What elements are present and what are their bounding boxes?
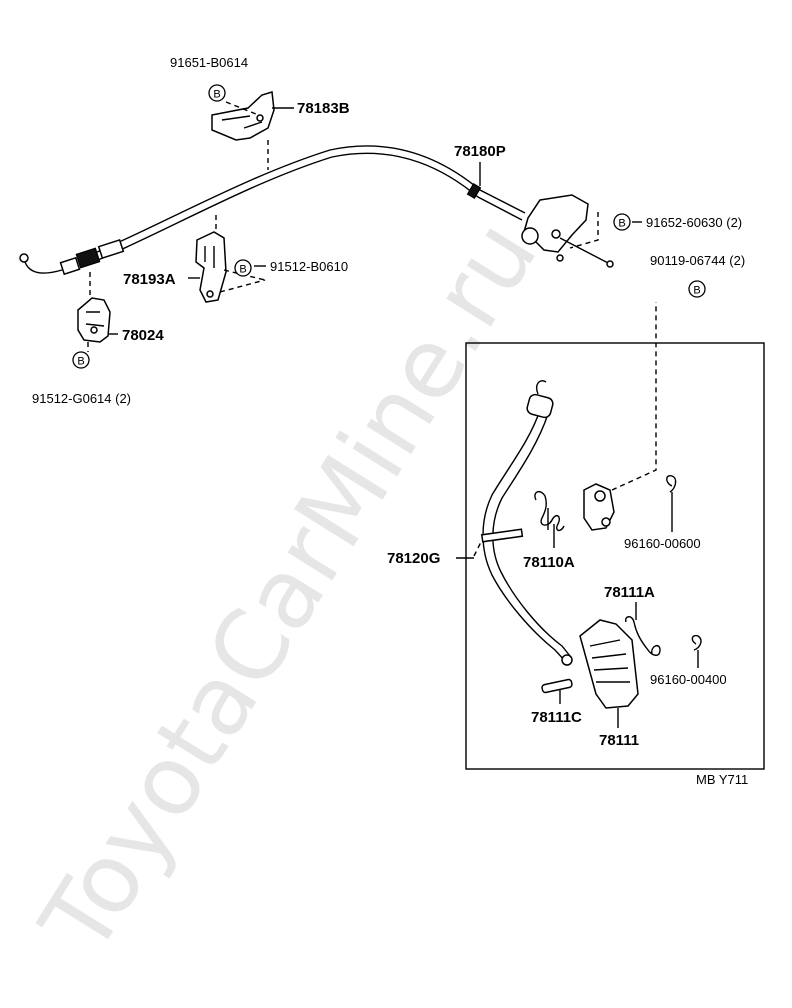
label-78183b: 78183B (297, 100, 350, 117)
diagram-code: MB Y711 (696, 772, 748, 787)
label-96160-00600: 96160-00600 (624, 536, 701, 551)
label-78110a: 78110A (523, 554, 575, 571)
bolt-symbol-91651: B (208, 84, 226, 102)
pedal-lever-78120g (473, 380, 573, 666)
bracket-78024 (77, 272, 111, 352)
bracket-78183b (211, 91, 275, 170)
leader-lines (108, 107, 699, 728)
label-78120g: 78120G (387, 550, 440, 567)
bolt-symbol-91652: B (613, 213, 631, 231)
label-78111a: 78111A (604, 584, 655, 601)
label-78193a: 78193A (123, 271, 176, 288)
label-78180p: 78180P (454, 143, 506, 160)
pedal-pad-78111 (579, 619, 639, 709)
label-91512-b0610: 91512-B0610 (270, 259, 348, 274)
label-96160-00400: 96160-00400 (650, 672, 727, 687)
pin-78111c (541, 678, 573, 694)
bolt-symbol-91512b: B (234, 259, 252, 277)
bracket-78193a (195, 215, 266, 303)
svg-text:B: B (239, 264, 246, 276)
label-78024: 78024 (122, 327, 164, 344)
label-91512-g0614: 91512-G0614 (2) (32, 391, 131, 406)
label-91651-b0614: 91651-B0614 (170, 55, 248, 70)
svg-text:B: B (618, 218, 625, 230)
label-78111: 78111 (599, 732, 639, 749)
label-90119-06744: 90119-06744 (2) (650, 253, 745, 268)
label-91652-60630: 91652-60630 (2) (646, 215, 742, 230)
spring-78111a (624, 616, 661, 656)
svg-text:B: B (693, 285, 700, 297)
svg-text:B: B (77, 356, 84, 368)
clip-96160-00600 (666, 474, 677, 493)
cable-end-bracket (521, 194, 614, 268)
pedal-assembly-frame (465, 342, 765, 770)
label-78111c: 78111C (531, 709, 582, 726)
spring-78110a (534, 490, 565, 532)
bolt-symbol-90119: B (688, 280, 706, 298)
svg-text:B: B (213, 89, 220, 101)
accelerator-cable (19, 145, 526, 276)
clip-96160-00400 (691, 634, 702, 651)
bolt-symbol-91512g: B (72, 351, 90, 369)
pedal-bracket (583, 302, 657, 531)
